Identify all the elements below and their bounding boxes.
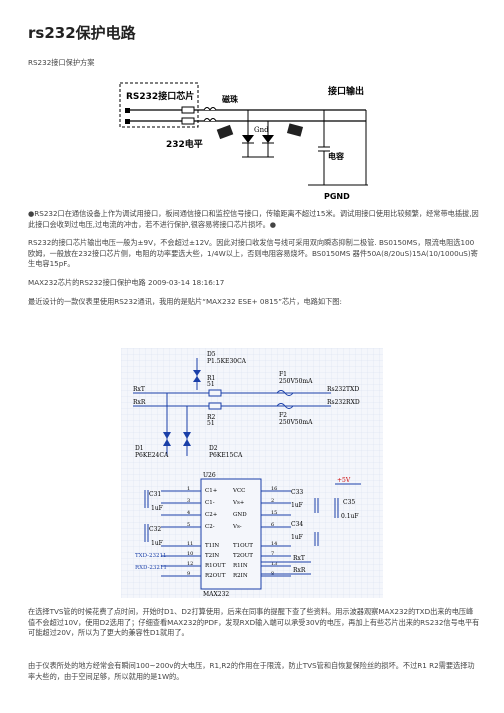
pin-num-right-2: 15 [271, 510, 277, 516]
rxd-label: RXD-23211 [135, 565, 167, 571]
pin-right-2: GND [233, 512, 247, 518]
d2-label: D2 [209, 445, 218, 452]
rs232-protection-diagram: RS232接口芯片 磁珠 232电平 Gnd 接口输出 [118, 77, 386, 203]
pin-right-1: Vs+ [232, 500, 245, 506]
pin-left-1: C1- [205, 500, 215, 506]
paragraph-4: 最近设计的一款仪表里使用RS232通讯，我用的是贴片“MAX232 ESE+ 0… [28, 297, 342, 306]
f1-label: F1 [279, 371, 287, 378]
f2-value: 250V50mA [279, 419, 313, 426]
paragraph-5: 在选择TVS管的时候花费了点时间，开始时D1、D2打算使用，后来在同事的提醒下查… [28, 607, 480, 637]
pin-num-left-1: 3 [187, 498, 190, 504]
d2-part: P6KE15CA [209, 452, 243, 459]
fig1-level-label: 232电平 [166, 138, 203, 150]
max232-label: MAX232 [203, 591, 229, 598]
pin-num-left-5: 10 [187, 551, 193, 557]
fig1-gnd-label: Gnd [254, 126, 269, 134]
fig1-output-label: 接口输出 [328, 85, 364, 97]
rxt-label: RxT [133, 386, 145, 393]
pin-num-left-3: 5 [187, 522, 190, 528]
pin-num-right-6: 13 [271, 561, 277, 567]
rxt2-label: RxT [293, 555, 305, 562]
r1-value: 51 [207, 381, 215, 388]
c34-value: 1uF [291, 534, 303, 541]
pin-num-left-0: 1 [187, 486, 190, 492]
pin-num-right-4: 14 [271, 541, 277, 547]
f2-label: F2 [279, 412, 287, 419]
fig1-bead-label: 磁珠 [222, 94, 239, 104]
rxr2-label: RxR [293, 567, 306, 574]
u26-label: U26 [203, 472, 216, 479]
f1-value: 250V50mA [279, 378, 313, 385]
pin-right-5: T2OUT [233, 553, 253, 559]
pin-left-3: C2- [205, 524, 215, 530]
r2-value: 51 [207, 420, 215, 427]
paragraph-6: 由于仪表所处的地方经常会有瞬间100~200v的大电压，R1,R2的作用在于限流… [28, 661, 475, 681]
vcc-label: +5V [337, 477, 351, 484]
c35-value: 0.1uF [341, 513, 359, 520]
pin-left-2: C2+ [205, 512, 218, 518]
d5-part: P1.5KE30CA [207, 358, 247, 365]
pin-right-4: T1OUT [233, 543, 253, 549]
r2-label: R2 [207, 414, 216, 421]
rs232txd-label: Rs232TXD [327, 386, 359, 393]
pin-right-6: R1IN [233, 563, 248, 569]
txd-label: TXD-23211 [135, 553, 166, 559]
pin-num-left-7: 9 [187, 571, 190, 577]
pin-left-0: C1+ [205, 488, 218, 494]
c35-label: C35 [343, 499, 355, 506]
pin-right-0: VCC [232, 488, 245, 494]
pin-left-6: R1OUT [205, 563, 226, 569]
paragraph-2: RS232的接口芯片输出电压一般为±9V，不会超过±12V。因此对接口收发信号线… [28, 238, 478, 268]
rs232rxd-label: Rs232RXD [327, 399, 360, 406]
c33-label: C33 [291, 489, 303, 496]
pin-num-right-1: 2 [271, 498, 274, 504]
d5-label: D5 [207, 351, 216, 358]
d1-part: P6KE24CA [135, 452, 169, 459]
c32-value: 1uF [151, 540, 163, 547]
pin-num-left-2: 4 [187, 510, 190, 516]
d1-label: D1 [135, 445, 144, 452]
c31-label: C31 [149, 491, 161, 498]
rxr-label: RxR [133, 399, 146, 406]
pin-num-right-3: 6 [271, 522, 274, 528]
fig1-cap-label: 电容 [328, 151, 344, 161]
fig1-pgnd-label: PGND [324, 192, 350, 201]
paragraph-3: MAX232芯片的RS232接口保护电路 2009-03-14 18:16:17 [28, 278, 225, 287]
page-title: rs232保护电路 [28, 24, 136, 42]
fig1-chip-label: RS232接口芯片 [126, 90, 194, 102]
max232-schematic: D5 P1.5KE30CA R1 51 R2 51 RxT RxR F1 250… [121, 348, 383, 598]
pin-right-3: Vs- [232, 524, 242, 530]
c33-value: 1uF [291, 502, 303, 509]
paragraph-1: ●RS232口在通信设备上作为调试用接口，板间通信接口和监控信号接口，传输距离不… [28, 209, 479, 229]
c32-label: C32 [149, 526, 161, 533]
pin-left-4: T1IN [205, 543, 219, 549]
pin-num-right-5: 7 [271, 551, 274, 557]
pin-left-7: R2OUT [205, 573, 226, 579]
pin-num-right-0: 16 [271, 486, 277, 492]
c31-value: 1uF [151, 505, 163, 512]
pin-right-7: R2IN [233, 573, 248, 579]
pin-num-left-6: 12 [187, 561, 193, 567]
pin-left-5: T2IN [205, 553, 219, 559]
pin-num-left-4: 11 [187, 541, 193, 547]
r1-label: R1 [207, 375, 215, 382]
intro-text: RS232接口保护方案 [28, 58, 95, 67]
c34-label: C34 [291, 521, 303, 528]
